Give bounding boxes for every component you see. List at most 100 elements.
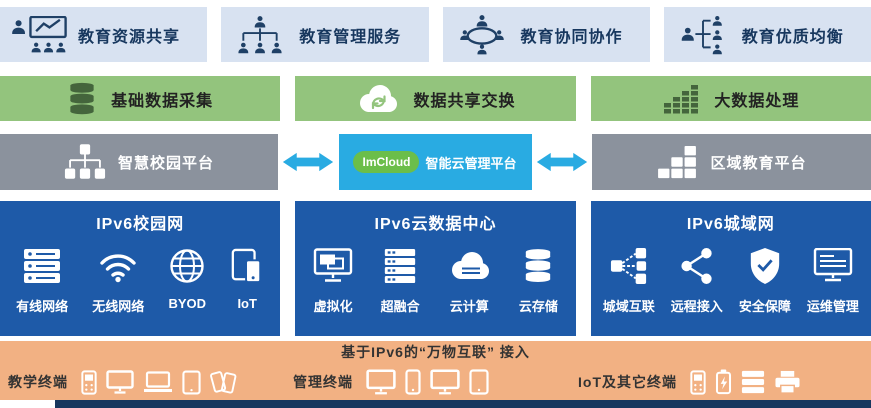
tablet-icon [182, 370, 201, 395]
bar-grid-icon [662, 83, 700, 115]
network-item-label: IoT [237, 296, 257, 311]
printer-icon [774, 370, 801, 395]
platform-label: 智慧校园平台 [117, 154, 214, 172]
cloud-management-platform: ImCloud 智能云管理平台 [338, 134, 532, 190]
network-item-label: 有线网络 [16, 299, 69, 314]
network-item-label: 云存储 [518, 299, 558, 314]
network-box-items: 城域互联 远程接入 安全保障 运维管理 [595, 243, 867, 315]
network-item-label: 城域互联 [602, 299, 655, 314]
terminal-group-iot: IoT及其它终端 [578, 369, 863, 395]
presentation-audience-icon [10, 16, 68, 54]
network-layer: IPv6校园网 有线网络 无线网络 BYOD IoT [0, 201, 871, 336]
network-box-items: 虚拟化 超融合 云计算 云存储 [299, 243, 571, 315]
platform-label: 区域教育平台 [710, 154, 807, 172]
phones-icon [210, 370, 237, 395]
network-item-label: 虚拟化 [313, 299, 353, 314]
building-blocks-icon [656, 145, 698, 180]
app-box-label: 教育管理服务 [299, 28, 402, 46]
ops-monitor-icon [813, 243, 853, 289]
ipv6-campus-network-box: IPv6校园网 有线网络 无线网络 BYOD IoT [0, 201, 281, 336]
database-icon [67, 82, 97, 116]
ipv6-cloud-datacenter-box: IPv6云数据中心 虚拟化 超融合 云计算 云存储 [295, 201, 576, 336]
shield-icon [748, 243, 782, 289]
app-box-management-service: 教育管理服务 [221, 7, 429, 62]
collaboration-circle-icon [453, 14, 511, 56]
network-item: 安全保障 [739, 243, 791, 315]
platform-label: 智能云管理平台 [425, 155, 517, 171]
laptop-icon [143, 371, 173, 393]
app-box-quality-balance: 教育优质均衡 [663, 7, 871, 62]
data-layer: 基础数据采集 数据共享交换 大数据处理 [0, 76, 871, 121]
interactive-tablet-icon [81, 370, 97, 395]
server-rack-icon [22, 243, 62, 289]
handheld-terminal-icon [690, 370, 706, 395]
network-item: 无线网络 [92, 243, 144, 315]
terminal-groups: 教学终端 管理终端 IoT及其它终端 [0, 363, 871, 401]
arrow-zone-left [278, 151, 339, 173]
terminal-group-label: 教学终端 [8, 374, 68, 390]
monitor-icon [430, 369, 460, 395]
application-layer: 教育资源共享 教育管理服务 教育协同协作 教育优质均衡 [0, 7, 871, 62]
server-stack-icon [741, 370, 765, 394]
smart-campus-platform: 智慧校园平台 [0, 134, 278, 190]
network-item-label: 超融合 [380, 299, 420, 314]
network-item-label: 安全保障 [738, 299, 791, 314]
terminal-group-teaching: 教学终端 [8, 370, 293, 395]
app-box-label: 教育资源共享 [78, 28, 181, 46]
phone-icon [405, 369, 421, 395]
ipv6-metro-network-box: IPv6城域网 城域互联 远程接入 安全保障 运维管理 [590, 201, 871, 336]
network-item-label: 无线网络 [92, 299, 145, 314]
data-box-label: 数据共享交换 [413, 92, 516, 110]
terminal-group-label: IoT及其它终端 [578, 374, 677, 390]
terminal-access-layer: 基于IPv6的“万物互联” 接入 教学终端 管理终端 IoT及其它终端 [0, 341, 871, 400]
globe-icon [169, 243, 205, 289]
arrow-zone-right [532, 151, 593, 173]
app-box-resource-sharing: 教育资源共享 [0, 7, 208, 62]
remote-access-icon [680, 243, 714, 289]
bidirectional-arrow-icon [536, 151, 588, 173]
bidirectional-arrow-icon [282, 151, 334, 173]
network-item: 运维管理 [807, 243, 859, 315]
virtualization-icon [313, 243, 353, 289]
network-item: 虚拟化 [313, 243, 353, 315]
iot-device-icon [230, 243, 264, 289]
network-item-label: 远程接入 [670, 299, 723, 314]
network-item-label: 运维管理 [806, 299, 859, 314]
network-box-title: IPv6校园网 [96, 216, 185, 233]
data-box-bigdata: 大数据处理 [590, 76, 871, 121]
cloud-compute-icon [447, 243, 491, 289]
terminal-group-management: 管理终端 [293, 369, 578, 395]
data-box-exchange: 数据共享交换 [295, 76, 576, 121]
cloud-sync-icon [355, 83, 399, 115]
balanced-org-icon [674, 15, 732, 55]
network-item: 有线网络 [16, 243, 68, 315]
network-item: 城域互联 [603, 243, 655, 315]
footer-bar [55, 400, 871, 408]
network-item-label: 云计算 [449, 299, 489, 314]
org-tree-icon [231, 15, 289, 55]
hyperconverged-icon [381, 243, 419, 289]
terminal-group-label: 管理终端 [293, 374, 353, 390]
data-box-label: 基础数据采集 [111, 92, 214, 110]
network-box-title: IPv6城域网 [686, 216, 775, 233]
network-nodes-icon [64, 144, 106, 180]
network-item: 云计算 [447, 243, 491, 315]
network-box-title: IPv6云数据中心 [374, 216, 497, 233]
network-item: BYOD [168, 243, 206, 315]
network-item: 远程接入 [671, 243, 723, 315]
monitor-icon [366, 369, 396, 395]
network-item: 云存储 [519, 243, 558, 315]
app-box-label: 教育协同协作 [520, 28, 623, 46]
regional-education-platform: 区域教育平台 [592, 134, 871, 190]
monitor-icon [106, 370, 134, 394]
iot-access-title: 基于IPv6的“万物互联” 接入 [341, 344, 530, 360]
app-box-collaboration: 教育协同协作 [442, 7, 650, 62]
network-item: IoT [230, 243, 264, 315]
data-box-collection: 基础数据采集 [0, 76, 281, 121]
network-item: 超融合 [381, 243, 420, 315]
platform-layer: 智慧校园平台 ImCloud 智能云管理平台 区域教育平台 [0, 134, 871, 190]
tablet-icon [469, 369, 489, 395]
app-box-label: 教育优质均衡 [741, 28, 844, 46]
charging-icon [715, 369, 732, 395]
